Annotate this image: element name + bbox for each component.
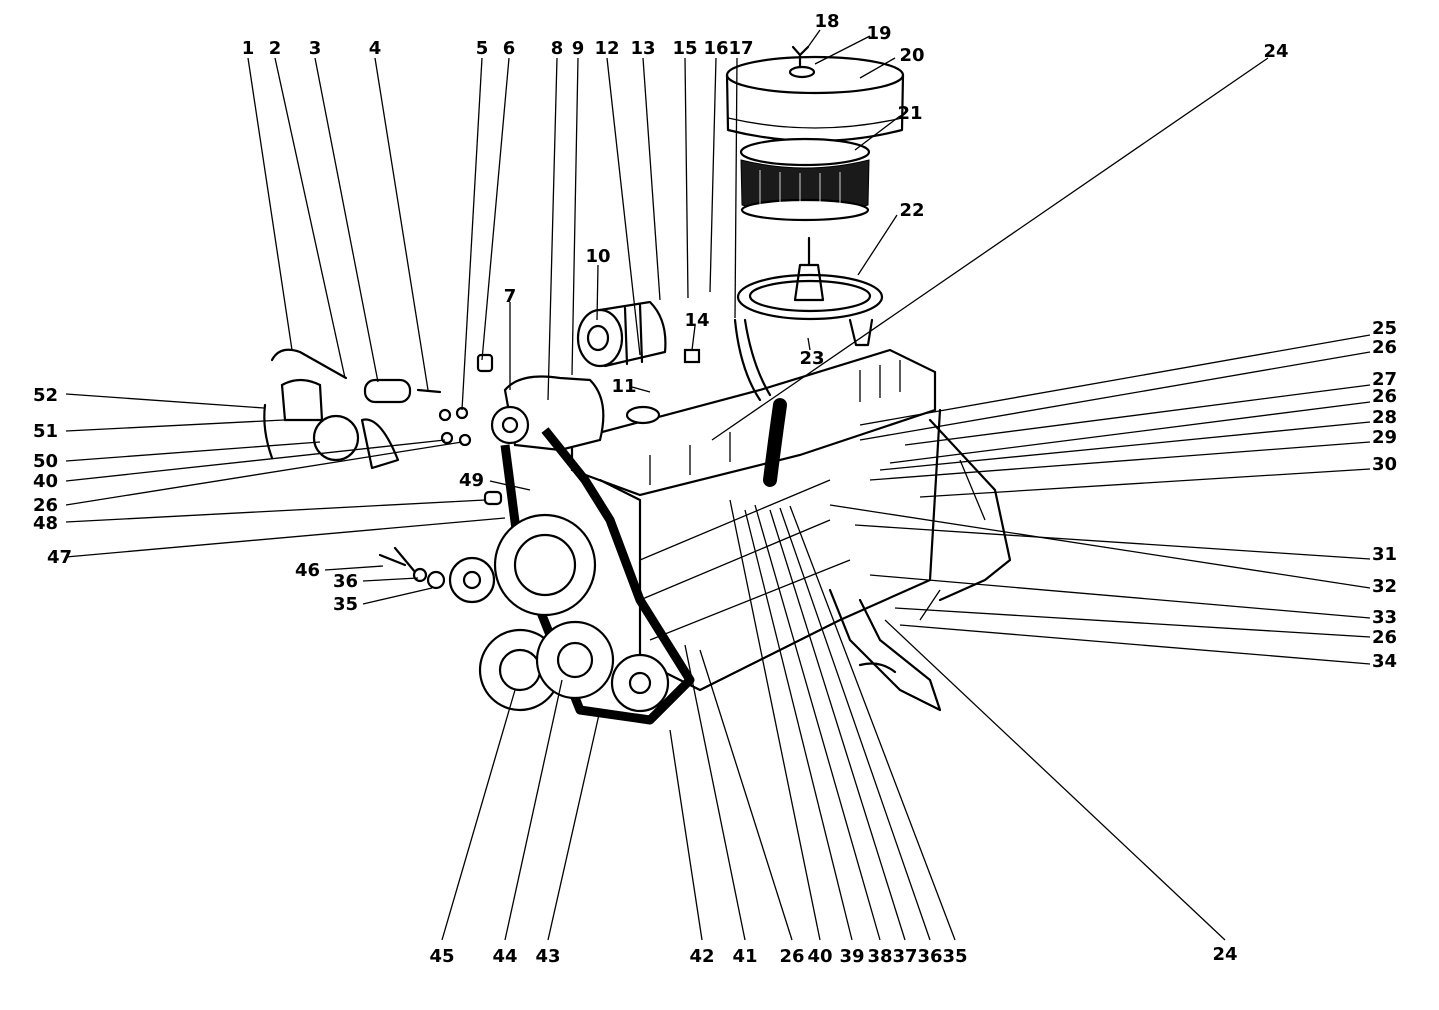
callout-41: 41 <box>732 946 757 967</box>
callout-24-bottom: 24 <box>1212 944 1237 965</box>
power-steering-pulley <box>610 653 670 713</box>
engine-illustration <box>263 45 1012 725</box>
callout-25: 25 <box>1372 318 1397 339</box>
callout-50: 50 <box>33 451 58 472</box>
radiator-hose <box>763 398 787 487</box>
callout-26-r1: 26 <box>1372 337 1397 358</box>
air-filter-element <box>739 137 871 222</box>
callout-labels: 1 2 3 4 5 6 8 9 12 13 15 16 17 18 19 20 … <box>33 11 1397 967</box>
callout-23: 23 <box>799 348 824 369</box>
callout-16: 16 <box>703 38 728 59</box>
rocker-cover <box>570 348 937 497</box>
air-cleaner-cover <box>725 45 905 143</box>
water-pump-pulley <box>448 513 597 617</box>
callout-15: 15 <box>672 38 697 59</box>
crankshaft-pulley <box>478 620 615 712</box>
callout-22: 22 <box>899 200 924 221</box>
starter-motor <box>576 300 667 368</box>
callout-11: 11 <box>611 376 636 397</box>
callout-35-left: 35 <box>333 594 358 615</box>
fuel-pump-assembly <box>263 348 442 470</box>
callout-1: 1 <box>242 38 255 59</box>
callout-26-bottom: 26 <box>779 946 804 967</box>
exhaust-manifold <box>828 588 942 712</box>
callout-52: 52 <box>33 385 58 406</box>
callout-38: 38 <box>867 946 892 967</box>
callout-27: 27 <box>1372 369 1397 390</box>
callout-13: 13 <box>630 38 655 59</box>
callout-12: 12 <box>594 38 619 59</box>
callout-35-bottom: 35 <box>942 946 967 967</box>
callout-19: 19 <box>866 23 891 44</box>
callout-44: 44 <box>492 946 517 967</box>
callout-26-r3: 26 <box>1372 627 1397 648</box>
callout-36-bottom: 36 <box>917 946 942 967</box>
callout-49: 49 <box>459 470 484 491</box>
callout-4: 4 <box>369 38 382 59</box>
callout-20: 20 <box>899 45 924 66</box>
callout-45: 45 <box>429 946 454 967</box>
callout-47: 47 <box>47 547 72 568</box>
callout-40-bottom: 40 <box>807 946 832 967</box>
callout-9: 9 <box>572 38 585 59</box>
callout-28: 28 <box>1372 407 1397 428</box>
callout-46: 46 <box>295 560 320 581</box>
vacuum-hose <box>733 318 772 402</box>
callout-37: 37 <box>892 946 917 967</box>
callout-5: 5 <box>476 38 489 59</box>
callout-18: 18 <box>814 11 839 32</box>
callout-33: 33 <box>1372 607 1397 628</box>
callout-7: 7 <box>504 286 517 307</box>
air-cleaner-base <box>736 236 884 347</box>
callout-8: 8 <box>551 38 564 59</box>
callout-32: 32 <box>1372 576 1397 597</box>
callout-51: 51 <box>33 421 58 442</box>
callout-14: 14 <box>684 310 709 331</box>
callout-30: 30 <box>1372 454 1397 475</box>
callout-6: 6 <box>503 38 516 59</box>
callout-40-left: 40 <box>33 471 58 492</box>
leader-lines <box>65 29 1371 941</box>
callout-17: 17 <box>728 38 753 59</box>
alternator <box>490 375 605 452</box>
callout-26-r2: 26 <box>1372 386 1397 407</box>
callout-36-left: 36 <box>333 571 358 592</box>
callout-43: 43 <box>535 946 560 967</box>
callout-10: 10 <box>585 246 610 267</box>
callout-26-left: 26 <box>33 495 58 516</box>
callout-31: 31 <box>1372 544 1397 565</box>
callout-29: 29 <box>1372 427 1397 448</box>
callout-24-top: 24 <box>1263 41 1288 62</box>
callout-34: 34 <box>1372 651 1397 672</box>
callout-2: 2 <box>269 38 282 59</box>
callout-3: 3 <box>309 38 322 59</box>
callout-21: 21 <box>897 103 922 124</box>
callout-48: 48 <box>33 513 58 534</box>
callout-39: 39 <box>839 946 864 967</box>
callout-42: 42 <box>689 946 714 967</box>
